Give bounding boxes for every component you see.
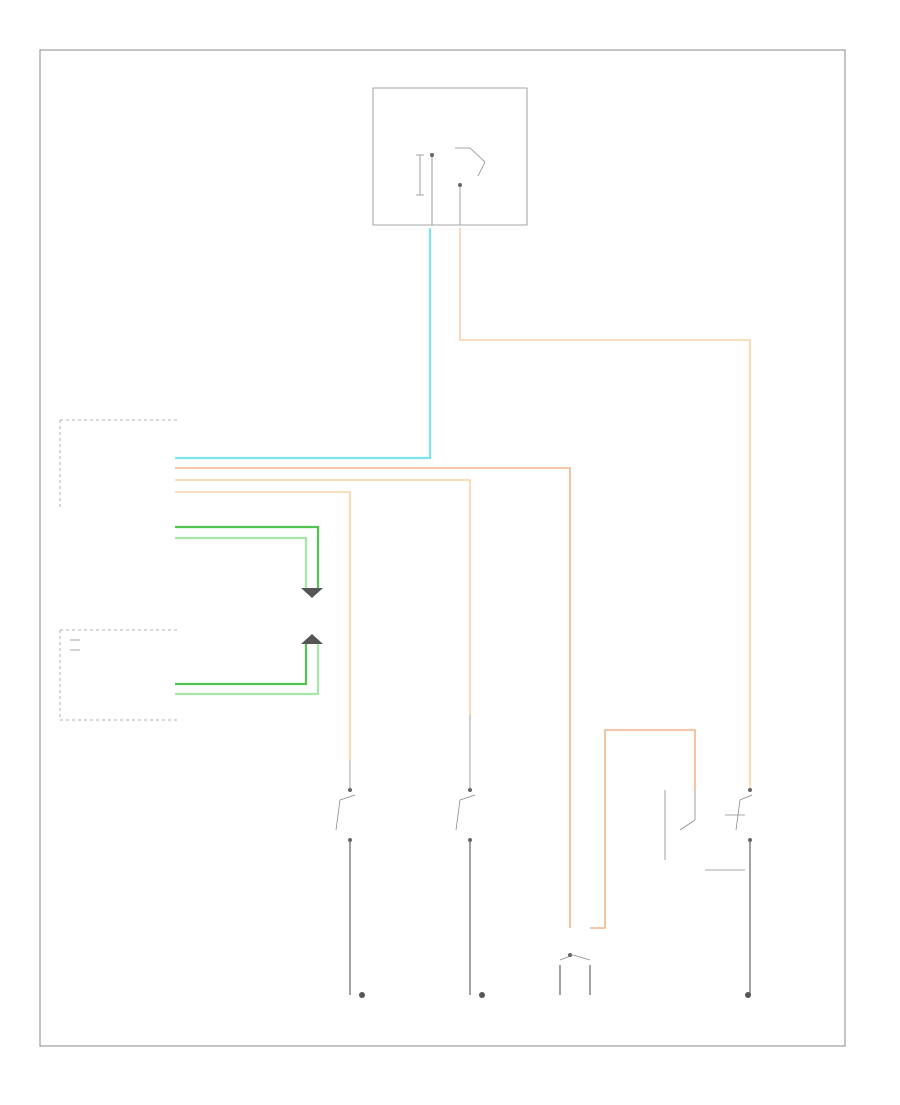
wire-light-orange-mid	[175, 479, 471, 715]
wire-green-4	[175, 642, 320, 696]
junction-arrow-bottom	[301, 634, 323, 644]
junction-arrow-top	[301, 588, 323, 598]
outer-frame	[39, 49, 846, 1047]
wire-light-orange-left	[175, 491, 351, 760]
ground-left	[359, 992, 365, 998]
wire-green-3	[175, 642, 308, 686]
switch-left	[335, 760, 356, 995]
ground-right	[745, 992, 751, 998]
lower-left-connector	[59, 629, 180, 721]
top-module	[372, 87, 528, 226]
wire-light-blue	[175, 228, 432, 460]
switch-right	[664, 788, 753, 995]
wire-green-2	[175, 536, 308, 590]
left-connector	[59, 419, 180, 510]
wire-orange	[175, 467, 571, 928]
bottom-relay	[559, 953, 591, 995]
wire-orange-loop	[590, 729, 696, 929]
wire-light-orange-top	[459, 228, 751, 790]
ground-middle	[479, 992, 485, 998]
wire-green-1	[175, 525, 320, 590]
switch-middle	[455, 715, 476, 995]
